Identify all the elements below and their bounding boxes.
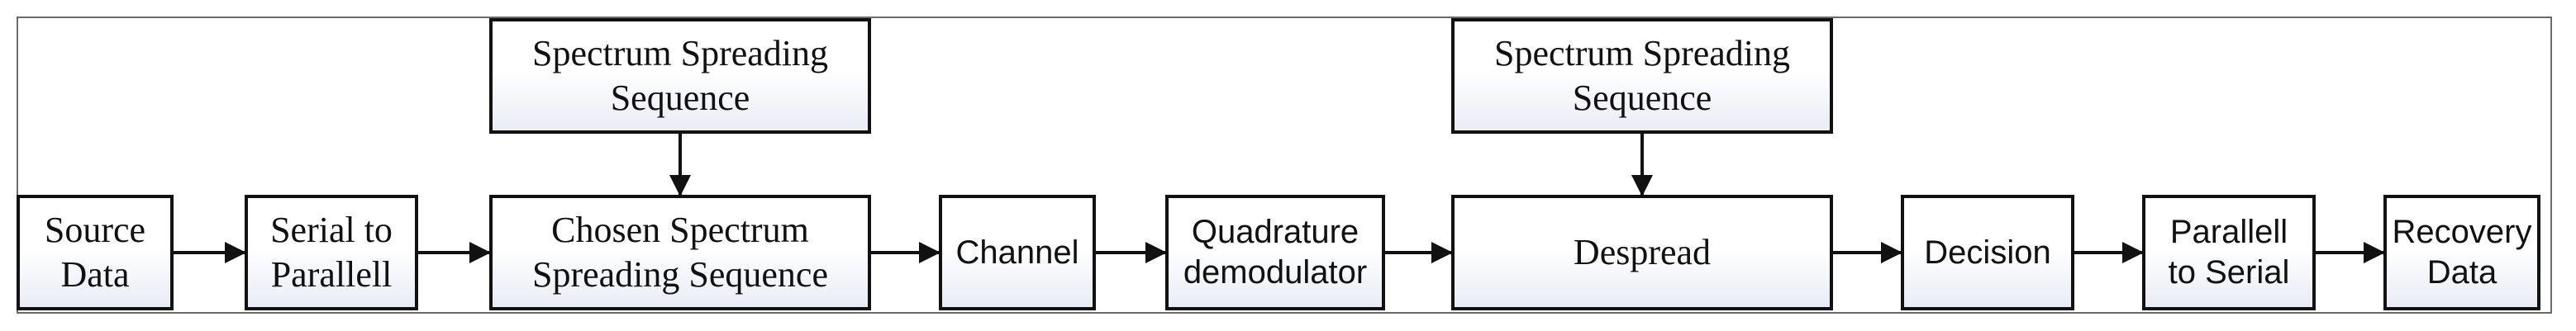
recovery-data-block: Recovery Data	[2383, 195, 2540, 310]
spectrum-spreading-sequence-block-tx: Spectrum Spreading Sequence	[489, 18, 871, 134]
channel-block: Channel	[939, 195, 1096, 310]
quadrature-demodulator-block: Quadrature demodulator	[1165, 195, 1385, 310]
serial-to-parallel-block: Serial to Parallell	[245, 195, 418, 310]
parallel-to-serial-block: Parallell to Serial	[2142, 195, 2316, 310]
despread-block: Despread	[1451, 195, 1833, 310]
spectrum-spreading-sequence-block-rx: Spectrum Spreading Sequence	[1451, 18, 1833, 134]
decision-block: Decision	[1901, 195, 2074, 310]
chosen-spectrum-spreading-sequence-block: Chosen Spectrum Spreading Sequence	[489, 195, 871, 310]
source-data-block: Source Data	[17, 195, 174, 310]
